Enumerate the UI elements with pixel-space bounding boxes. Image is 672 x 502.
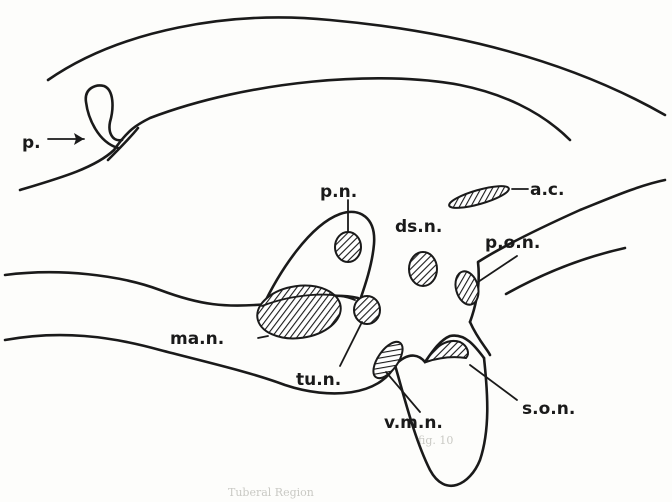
label-man: ma.n. bbox=[170, 329, 224, 349]
right-parallel-line bbox=[506, 248, 625, 294]
dorsal-nucleus bbox=[409, 252, 437, 286]
man-leader bbox=[258, 336, 268, 338]
anterior-commissure bbox=[447, 182, 510, 213]
pituitary-loop bbox=[86, 86, 122, 148]
second-arc bbox=[20, 78, 570, 190]
faint-figure-number: fig. 10 bbox=[418, 434, 453, 447]
vmn-leader bbox=[386, 372, 420, 412]
faint-caption: Tuberal Region bbox=[228, 486, 314, 499]
label-tun: tu.n. bbox=[296, 370, 341, 390]
ventricle-lower bbox=[470, 322, 490, 355]
pituitary-inner bbox=[108, 128, 138, 160]
label-vmn: v.m.n. bbox=[384, 413, 443, 433]
label-pn: p.n. bbox=[320, 182, 357, 202]
mammillary-nucleus bbox=[254, 280, 344, 343]
pon-leader bbox=[478, 256, 517, 282]
label-dsn: ds.n. bbox=[395, 217, 442, 237]
upper-arc bbox=[48, 18, 665, 116]
paraventricular-nucleus bbox=[335, 232, 361, 262]
label-p: p. bbox=[22, 133, 41, 153]
son-leader bbox=[470, 365, 517, 400]
tuberal-nucleus bbox=[354, 296, 380, 324]
supraoptic-nucleus bbox=[426, 341, 468, 362]
label-ac: a.c. bbox=[530, 180, 564, 200]
tun-leader bbox=[340, 322, 362, 366]
label-son: s.o.n. bbox=[522, 399, 575, 419]
label-pon: p.o.n. bbox=[485, 233, 540, 253]
brain-base-lower bbox=[5, 335, 484, 393]
